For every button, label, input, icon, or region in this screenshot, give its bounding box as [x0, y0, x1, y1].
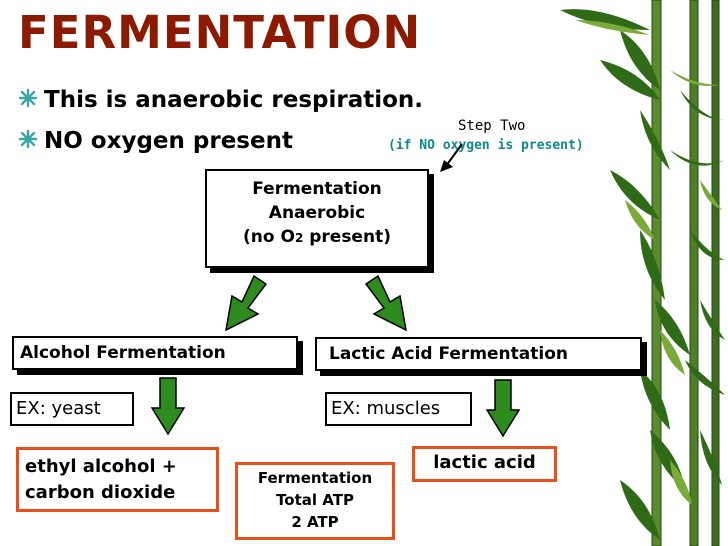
arrow-down-alcohol-icon: [150, 377, 186, 436]
alcohol-fermentation-box: Alcohol Fermentation: [12, 336, 298, 370]
asterisk-bullet-icon: [18, 88, 38, 108]
result-lactic-acid-box: lactic acid: [412, 446, 557, 482]
step-condition-label: (if NO oxygen is present): [388, 138, 584, 153]
result-alcohol-line-1: ethyl alcohol +: [25, 456, 177, 477]
center-line-3-pre: (no O: [243, 227, 295, 247]
bullet-text: This is anaerobic respiration.: [44, 87, 424, 113]
arrow-down-lactic-icon: [485, 379, 521, 438]
result-ethyl-alcohol-box: ethyl alcohol + carbon dioxide: [16, 447, 219, 512]
bullet-text: NO oxygen present: [44, 128, 293, 154]
center-line-1: Fermentation: [252, 179, 382, 199]
result-alcohol-line-2: carbon dioxide: [25, 482, 176, 503]
center-line-3-post: present): [303, 227, 391, 247]
asterisk-bullet-icon: [18, 129, 38, 149]
pointer-arrow-icon: [440, 143, 463, 172]
fermentation-anaerobic-box: Fermentation Anaerobic (no O2 present): [205, 169, 429, 268]
lactic-acid-fermentation-box: Lactic Acid Fermentation: [315, 337, 642, 371]
example-yeast: EX: yeast: [10, 392, 134, 426]
atp-line-2: Total ATP: [276, 491, 354, 509]
arrow-to-lactic-icon: [364, 274, 407, 332]
atp-line-1: Fermentation: [257, 469, 373, 487]
slide-title: FERMENTATION: [18, 6, 422, 59]
atp-line-3: 2 ATP: [291, 513, 339, 531]
center-line-3: (no O2 present): [207, 225, 427, 250]
total-atp-box: Fermentation Total ATP 2 ATP: [235, 462, 395, 540]
step-two-label: Step Two: [458, 118, 526, 134]
o2-subscript: 2: [294, 231, 304, 245]
arrow-to-alcohol-icon: [225, 274, 268, 332]
center-line-2: Anaerobic: [268, 203, 366, 223]
example-muscles: EX: muscles: [325, 392, 472, 426]
